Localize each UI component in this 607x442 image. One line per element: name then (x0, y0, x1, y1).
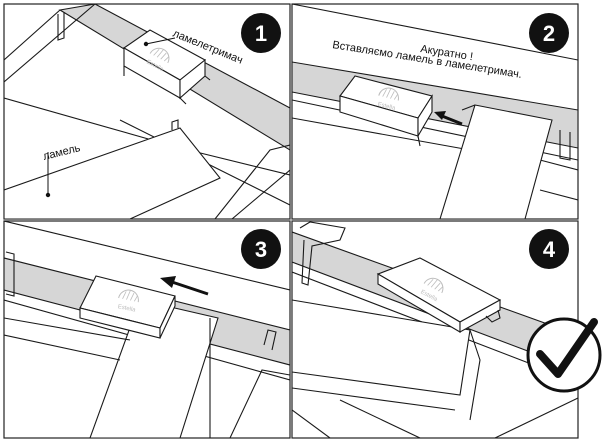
svg-text:1: 1 (255, 21, 267, 46)
step-badge-3: 3 (241, 229, 281, 269)
svg-text:3: 3 (255, 237, 267, 262)
step-badge-4: 4 (529, 229, 569, 269)
step-badge-2: 2 (529, 13, 569, 53)
panel-2: Estella Акуратно ! Вставляємо ламель в л… (292, 4, 578, 219)
svg-text:4: 4 (543, 237, 556, 262)
panel-3: Estella 3 (4, 221, 290, 438)
step-badge-1: 1 (241, 13, 281, 53)
panel-1: Estella ламелетримач ламель 1 (4, 4, 290, 219)
panel-4: Estella 4 (292, 221, 600, 438)
svg-text:2: 2 (543, 21, 555, 46)
checkmark-icon (528, 319, 600, 391)
